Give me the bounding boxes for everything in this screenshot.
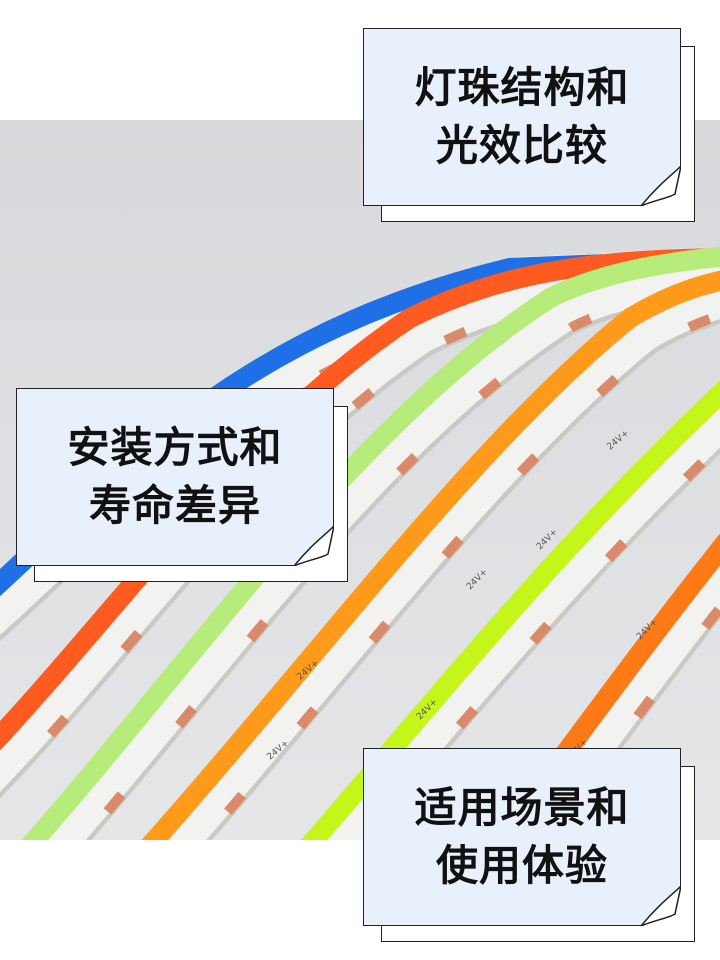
strip-cob-led bbox=[0, 248, 720, 751]
card-title-line1: 灯珠结构和 bbox=[414, 63, 630, 112]
page-curl-icon bbox=[641, 886, 681, 926]
led-strip-photo: 24V+24V+24V+24V+24V+24V+24V+24V+ bbox=[0, 120, 720, 840]
card-title-line1: 安装方式和 bbox=[67, 423, 283, 472]
strip-cob-led bbox=[141, 270, 720, 840]
card-title-line2: 寿命差异 bbox=[88, 481, 261, 530]
led-strips-illustration: 24V+24V+24V+24V+24V+24V+24V+24V+ bbox=[0, 120, 720, 840]
card-panel: 灯珠结构和 光效比较 bbox=[363, 28, 681, 206]
card-panel: 安装方式和 寿命差异 bbox=[16, 388, 334, 566]
card-title: 安装方式和 寿命差异 bbox=[67, 419, 282, 535]
strip-cob-led bbox=[21, 246, 720, 840]
card-title: 适用场景和 使用体验 bbox=[414, 779, 629, 895]
strip-pcb-backing bbox=[144, 271, 720, 840]
card-title-line2: 光效比较 bbox=[435, 121, 608, 170]
card-title: 灯珠结构和 光效比较 bbox=[414, 59, 629, 175]
strip-solder-pads bbox=[539, 599, 720, 840]
strip-amber bbox=[141, 270, 720, 840]
strip-cob-led bbox=[301, 380, 720, 840]
strip-group: 24V+24V+24V+24V+24V+24V+24V+24V+ bbox=[0, 246, 720, 840]
strip-lime bbox=[301, 380, 720, 840]
strip-pcb-backing bbox=[24, 246, 720, 840]
strip-pcb-backing bbox=[304, 383, 720, 840]
page-curl-icon bbox=[641, 166, 681, 206]
card-title-line2: 使用体验 bbox=[435, 841, 608, 890]
card-title-line1: 适用场景和 bbox=[414, 783, 630, 832]
page-curl-icon bbox=[294, 526, 334, 566]
card-panel: 适用场景和 使用体验 bbox=[363, 748, 681, 926]
